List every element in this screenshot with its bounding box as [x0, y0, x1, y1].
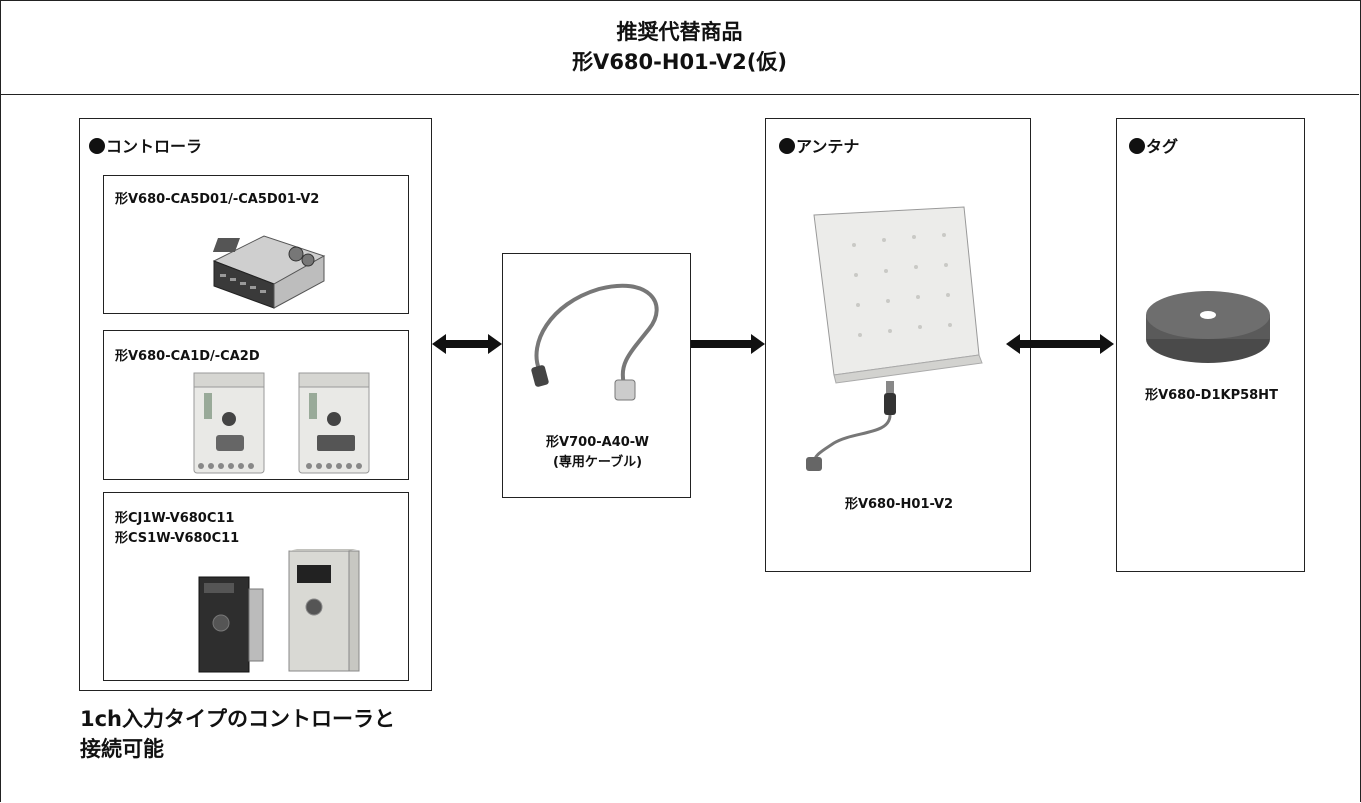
cable-image	[531, 283, 659, 401]
controller-note: 1ch入力タイプのコントローラと 接続可能	[80, 704, 395, 764]
tag-heading: タグ	[1129, 133, 1178, 157]
bullet-icon	[89, 138, 105, 154]
controller-model-box-1: 形V680-CA5D01/-CA5D01-V2	[103, 175, 409, 314]
bullet-icon	[1129, 138, 1145, 154]
tag-disc-image	[1146, 291, 1270, 363]
bullet-icon	[779, 138, 795, 154]
controller-model-box-3: 形CJ1W-V680C11 形CS1W-V680C11	[103, 492, 409, 681]
controller-model-box-2: 形V680-CA1D/-CA2D	[103, 330, 409, 480]
header: 推奨代替商品 形V680-H01-V2(仮)	[0, 0, 1359, 95]
cable-model-label: 形V700-A40-W	[546, 435, 649, 450]
antenna-box: アンテナ 形V680-H01-V2	[765, 118, 1031, 572]
antenna-image	[806, 206, 983, 471]
controller-model-label-3b: 形CS1W-V680C11	[115, 531, 240, 546]
antenna-model-label: 形V680-H01-V2	[844, 497, 954, 512]
header-title: 推奨代替商品	[616, 20, 743, 44]
double-arrow-icon	[432, 334, 502, 354]
controller-box: コントローラ 形V680-CA5D01/-CA5D01-V2 形V680-CA1…	[79, 118, 432, 691]
controller-unit-image	[212, 235, 326, 309]
controller-note-line2: 接続可能	[80, 737, 164, 761]
arrow-right-icon	[691, 334, 765, 354]
cable-box: 形V700-A40-W (専用ケーブル)	[502, 253, 691, 498]
controller-note-line1: 1ch入力タイプのコントローラと	[80, 707, 396, 731]
header-subtitle: 形V680-H01-V2(仮)	[572, 50, 787, 74]
controller-model-label-1: 形V680-CA5D01/-CA5D01-V2	[115, 192, 320, 207]
controller-model-label-2: 形V680-CA1D/-CA2D	[115, 349, 260, 364]
tag-model-label: 形V680-D1KP58HT	[1145, 388, 1278, 403]
controller-heading: コントローラ	[89, 133, 202, 157]
antenna-heading: アンテナ	[779, 133, 859, 157]
controller-model-label-3a: 形CJ1W-V680C11	[115, 511, 235, 526]
controller-pair-image	[193, 372, 370, 474]
plc-unit-image	[198, 549, 360, 673]
double-arrow-icon	[1006, 334, 1114, 354]
tag-box: タグ 形V680-D1KP58HT	[1116, 118, 1305, 572]
cable-caption: (専用ケーブル)	[552, 455, 643, 470]
